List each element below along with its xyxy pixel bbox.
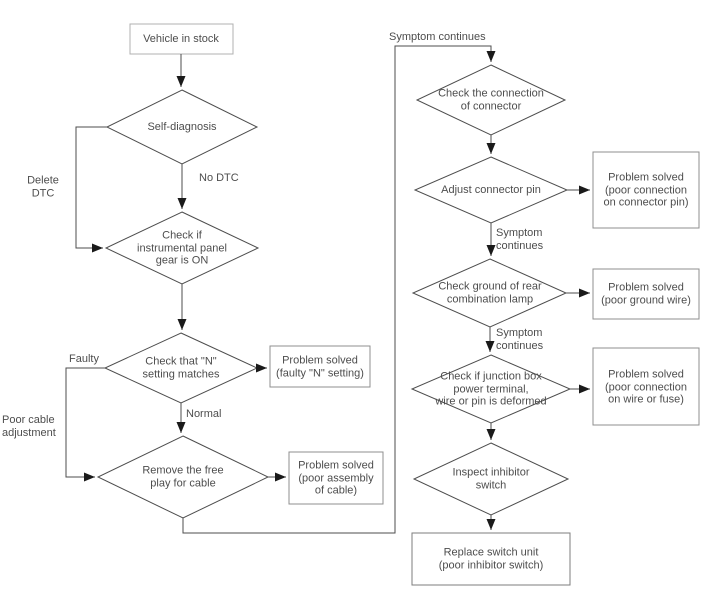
label-self-diagnosis: Self-diagnosis	[147, 120, 217, 133]
label-adjust-connector-pin: Adjust connector pin	[441, 183, 541, 196]
label-solved-wire-fuse: Problem solved (poor connection on wire …	[605, 368, 687, 406]
edge-label-symptom-continues-1: Symptom continues	[496, 227, 544, 252]
label-solved-ground-wire: Problem solved (poor ground wire)	[601, 281, 691, 307]
shape-solved-connector-pin	[592, 151, 700, 229]
connectors	[65, 45, 590, 534]
edge-label-no-dtc: No DTC	[199, 172, 239, 184]
label-solved-cable-assembly: Problem solved (poor assembly of cable)	[298, 459, 374, 497]
shape-solved-ground-wire	[592, 268, 700, 320]
connector-delete-dtc-loop	[75, 126, 107, 253]
edge-label-poor-cable-adjustment: Poor cable adjustment	[2, 414, 56, 439]
label-solved-n-setting: Problem solved (faulty "N" setting)	[276, 354, 364, 380]
node-shapes	[96, 23, 700, 586]
edge-label-normal: Normal	[186, 408, 222, 420]
label-check-ground: Check ground of rear combination lamp	[438, 280, 542, 306]
label-solved-connector-pin: Problem solved (poor connection on conne…	[603, 171, 689, 209]
shape-vehicle-in-stock	[129, 23, 234, 55]
edge-label-delete-dtc: Delete DTC	[27, 174, 59, 200]
edge-label-symptom-continues-top: Symptom continues	[389, 31, 486, 43]
shape-solved-cable-assembly	[288, 451, 384, 505]
label-inspect-inhibitor: Inspect inhibitor switch	[452, 466, 530, 492]
label-remove-free-play: Remove the free play for cable	[142, 464, 224, 490]
label-check-panel-gear: Check if instrumental panel gear is ON	[137, 229, 227, 267]
shape-solved-wire-fuse	[592, 347, 700, 426]
label-check-n-setting: Check that "N" setting matches	[142, 355, 220, 381]
label-check-connector: Check the connection of connector	[438, 87, 544, 113]
connector-symptom-continues-to-right-column	[182, 45, 496, 534]
shape-replace-switch	[411, 532, 571, 586]
shape-solved-n-setting	[269, 345, 371, 388]
label-check-junction-box: Check if junction box power terminal, wi…	[435, 370, 547, 408]
label-replace-switch: Replace switch unit (poor inhibitor swit…	[438, 546, 544, 572]
edge-label-faulty: Faulty	[69, 353, 99, 365]
connector-poor-cable-loop	[65, 367, 105, 482]
label-vehicle-in-stock: Vehicle in stock	[143, 32, 219, 45]
edge-label-symptom-continues-2: Symptom continues	[496, 327, 544, 352]
